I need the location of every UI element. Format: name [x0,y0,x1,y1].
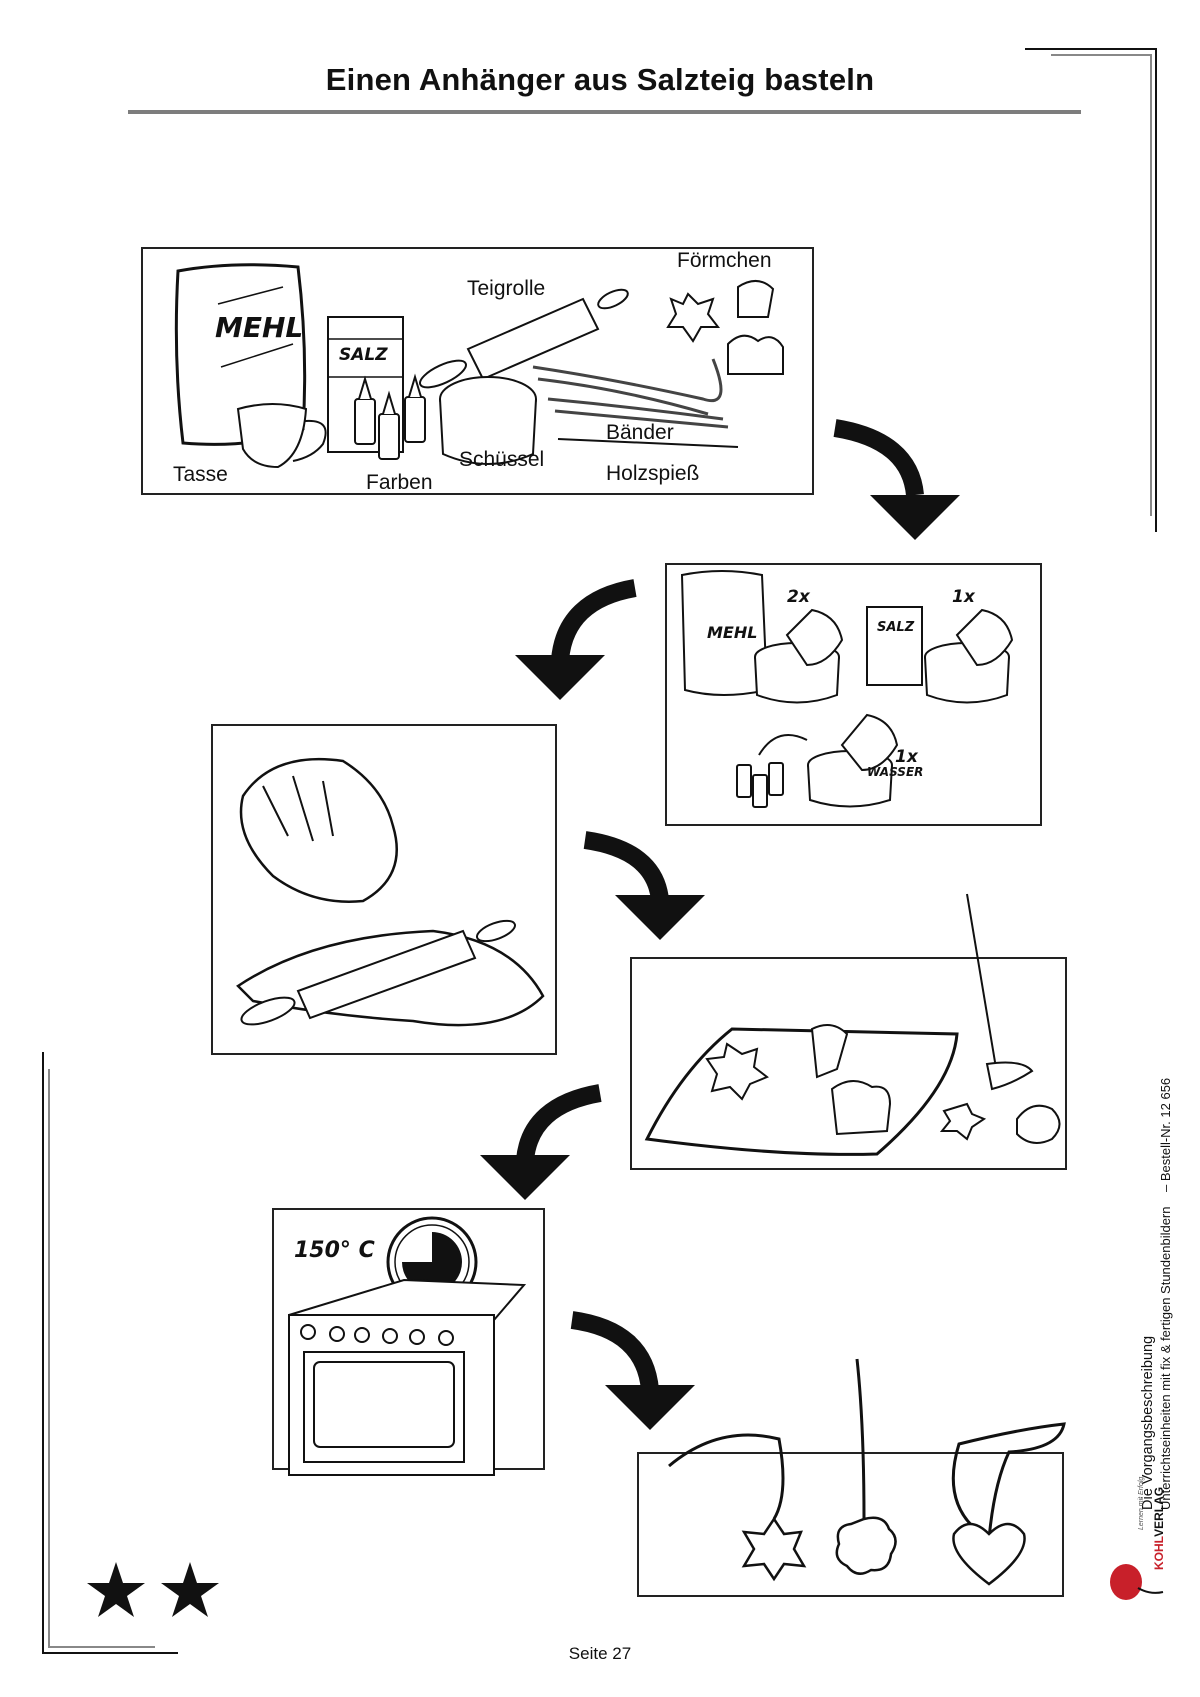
ribbon-icon [951,1422,1066,1541]
sidebar-text: Die Vorgangsbeschreibung Unterrichtseinh… [1140,1078,1174,1510]
cup-icon [955,608,1014,667]
skewer-icon [557,438,739,448]
kneading-hands-icon [239,757,398,903]
arrow-step-5-to-6-icon [570,1311,695,1430]
panel-cutting-shapes [630,893,1067,1170]
ribbons-label: Bänder [606,421,674,444]
salt-box-label: SALZ [877,620,915,635]
title-rule [128,110,1081,114]
panel-mixing: MEHL 2x SALZ 1x 1x WASSER [665,563,1042,826]
rolling-pin-label: Teigrolle [467,277,546,300]
oven-icon [288,1278,527,1476]
bowl-label: Schüssel [459,448,545,471]
logo-brand: KOHLVERLAG [1152,1487,1166,1570]
flower-shape-icon [1016,1104,1061,1144]
kneading-illustration [236,757,545,1027]
frame-top-right-inner [1051,54,1152,516]
water-amount-label: 1x [895,747,918,767]
rolling-pin-icon [240,919,516,1026]
flour-amount-label: 2x [787,587,810,607]
salt-box-label: SALZ [339,345,388,365]
page-number: Seite 27 [568,1644,632,1663]
star-icon [161,1562,219,1617]
flour-bag-label: MEHL [215,311,304,344]
skewer-icon [966,893,998,1075]
star-pendant-icon [741,1516,807,1582]
series-title: Die Vorgangsbeschreibung [1140,1335,1156,1510]
subtitle-text: Unterrichtseinheiten mit fix & fertigen … [1158,1206,1173,1511]
flower-pendant-icon [835,1516,897,1575]
dough-sheet-icon [644,1027,959,1156]
tree-logo-icon [1110,1564,1164,1600]
ribbon-icon [668,1433,785,1520]
panel-kneading-rolling [211,724,557,1055]
heart-shape-icon [985,1061,1034,1091]
skewer-label: Holzspieß [606,462,700,485]
cutting-illustration [644,893,1061,1156]
heart-pendant-icon [952,1522,1026,1586]
cookie-cutters-icon [666,280,784,375]
panel-baking: 150° C [272,1208,545,1476]
difficulty-stars [87,1562,219,1617]
logo-slogan: Lernen mit Erfolg [1138,1476,1145,1530]
arrow-step-3-to-4-icon [583,831,705,940]
series-subtitle: Unterrichtseinheiten mit fix & fertigen … [1157,1078,1174,1510]
arrow-step-4-to-5-icon [480,1084,602,1200]
color-bottles-icon [354,373,426,460]
star-shape-icon [939,1102,987,1141]
panel-materials: MEHL SALZ Tasse Farben Teigrolle Förmche… [141,247,814,495]
ribbons-icon [532,358,729,429]
rolling-pin-icon [419,288,629,389]
colors-label: Farben [366,471,433,494]
pendants-illustration [668,1358,1066,1586]
cookie-cutters-label: Förmchen [677,249,772,272]
ribbon-icon [855,1358,866,1520]
cup-label: Tasse [173,463,228,486]
logo-brand-red: KOHL [1152,1536,1166,1570]
logo-brand-black: VERLAG [1152,1486,1166,1537]
page-title: Einen Anhänger aus Salzteig basteln [325,62,875,97]
salt-amount-label: 1x [952,587,975,607]
mixing-illustration [680,570,1014,808]
cup-icon [840,713,899,772]
materials-illustration [174,263,784,469]
cup-icon [236,403,308,469]
salt-box-icon [866,606,923,686]
publisher-logo: KOHLVERLAG Lernen mit Erfolg [1108,1477,1168,1620]
cookie-cutters-icon [705,1024,892,1136]
arrow-step-2-to-3-icon [515,579,637,700]
star-icon [87,1562,145,1617]
frame-top-right-outer [1025,48,1157,532]
flour-bag-label: MEHL [707,623,758,642]
bowl-icon [439,376,537,465]
frame-bottom-left-inner [48,1069,155,1648]
temperature-label: 150° C [294,1238,375,1263]
arrow-drop-icon [758,734,808,756]
cup-icon [785,608,844,667]
water-label: WASSER [867,765,924,779]
color-bottles-icon [736,762,784,808]
order-number: – Bestell-Nr. 12 656 [1158,1077,1173,1193]
panel-finished-pendants [637,1358,1066,1597]
arrow-step-1-to-2-icon [833,419,960,540]
baking-illustration [288,1216,527,1476]
oven-knobs-icon [300,1324,454,1346]
